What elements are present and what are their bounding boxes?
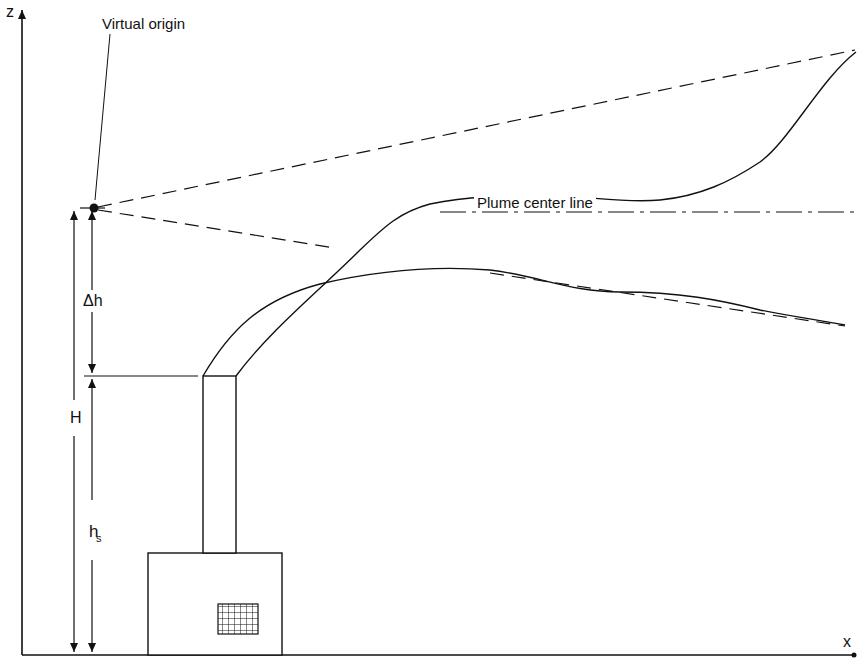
stack [203,376,236,553]
leader-line [95,34,110,200]
plume-center-line [440,211,855,212]
x-axis [22,654,854,656]
axis-label: z [6,4,14,20]
dimension-label: Δh [80,293,106,309]
virtual-origin-dot [90,204,99,213]
plume-upper-edge [236,52,856,376]
plume-lower-edge [203,269,845,376]
envelope-lower [98,210,335,248]
axis-label: x [843,634,851,650]
callout-label: Virtual origin [102,16,185,31]
window-grid [218,604,258,634]
dimension-label: H [67,410,85,426]
dh-dimension [91,211,92,290]
hs-dimension [91,379,92,500]
center-line-label: Plume center line [474,195,596,210]
envelope-upper [98,50,855,207]
H-dimension [73,211,74,400]
dimension-subscript: s [96,533,102,544]
z-axis [21,10,23,655]
building [148,553,282,655]
